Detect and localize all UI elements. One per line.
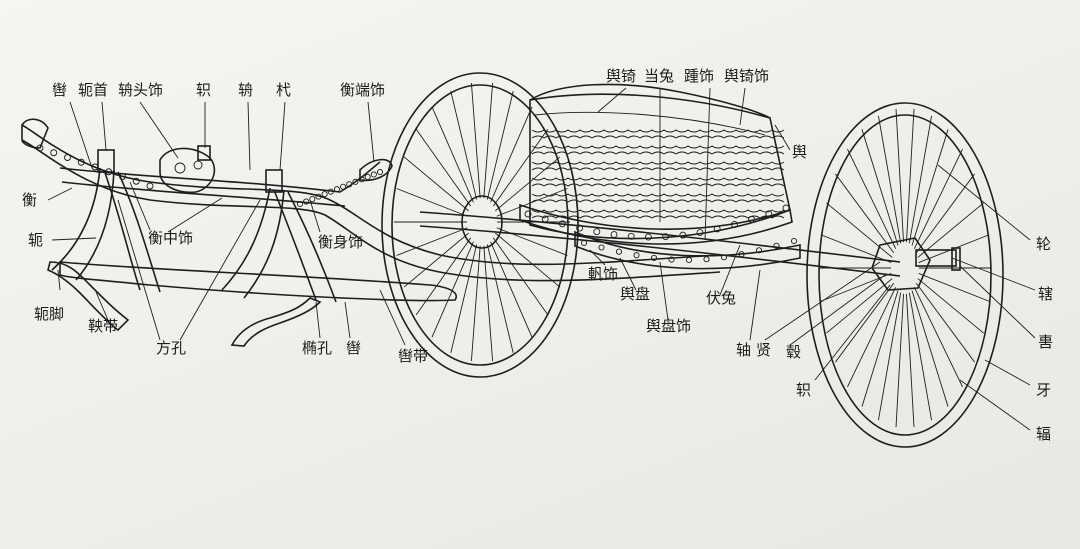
label-wei: 軎 [1038,333,1054,351]
label-tuokong: 椭孔 [302,339,333,357]
label-yangdai: 鞅带 [88,317,119,335]
label-ezhou: 轭首 [78,81,109,99]
label-zhoutoushi: 辀头饰 [118,81,164,99]
label-futu: 伏兔 [706,289,737,307]
leader-lines [47,87,1036,431]
label-e: 轭 [28,231,44,249]
label-xia: 辖 [1038,285,1054,303]
label-hui: 辔 [346,339,362,357]
near-wheel [806,102,1004,448]
label-zhi2: 轵 [796,381,812,399]
label-heng: 衡 [22,191,38,209]
label-xian: 贤 [756,341,772,359]
label-hengzhongshi: 衡中饰 [148,229,194,247]
pole-head-ornament [159,145,216,194]
label-yupan: 舆盘 [620,285,651,303]
yoke-saddles [51,149,337,303]
label-lun: 轮 [1036,235,1052,253]
straps [47,261,457,347]
label-zhongshi: 踵饰 [684,67,715,85]
label-zhou-axle: 轴 [736,341,752,359]
label-yu: 舆 [792,143,808,161]
label-gu: 毂 [786,343,802,361]
label-fu: 辐 [1036,425,1052,443]
far-wheel [381,72,579,378]
label-hengshenshi: 衡身饰 [318,233,364,251]
yoke-bar [59,158,393,208]
pole [21,118,721,282]
label-yuqishi: 舆锜饰 [724,67,770,85]
label-huidai: 辔带 [398,347,429,365]
car-box [519,83,801,270]
label-zhou-pole: 辀 [238,81,254,99]
label-hengduanshi: 衡端饰 [340,81,386,99]
label-zuan: 辔 [52,81,68,99]
label-zhi: 轵 [196,81,212,99]
label-ya: 牙 [1036,381,1052,399]
label-dangtu: 当兔 [644,67,675,85]
axle [419,211,901,277]
label-ejiao: 轭脚 [34,305,65,323]
label-yuqi: 舆锜 [606,67,637,85]
label-fangkong: 方孔 [156,339,187,357]
label-yupanshi: 舆盘饰 [646,317,692,335]
label-fanshi: 軓饰 [588,265,619,283]
label-jue: 杙 [276,81,292,99]
